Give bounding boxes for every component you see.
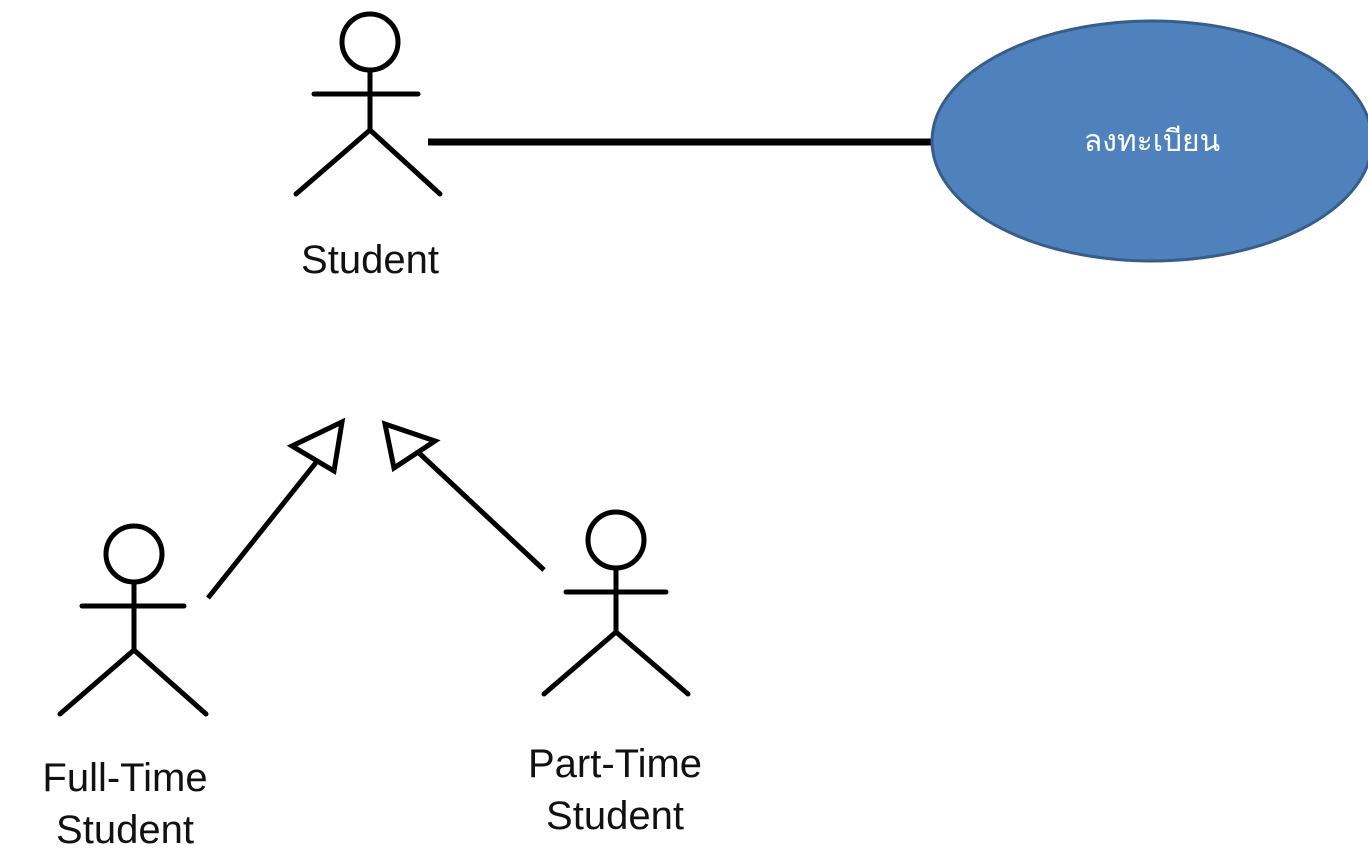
- use-case-label: ลงทะเบียน: [1083, 124, 1221, 159]
- actor-left-leg: [293, 127, 373, 197]
- actor-right-leg: [131, 647, 209, 717]
- actor-head: [103, 523, 165, 585]
- actor-right-leg: [367, 127, 443, 197]
- actor-part-time-student-label: Part-Time Student: [527, 742, 703, 838]
- actor-left-leg: [57, 647, 137, 717]
- actor-full-time-student-label: Full-Time Student: [42, 756, 208, 852]
- actor-full-time-student-figure[interactable]: [57, 523, 209, 717]
- use-case-ellipse[interactable]: [930, 19, 1368, 263]
- actor-right-leg: [613, 629, 691, 697]
- actor-part-time-student-figure[interactable]: [541, 509, 691, 697]
- generalization-arrow-full-time: [206, 417, 346, 600]
- actor-head: [339, 11, 401, 73]
- actor-student-figure[interactable]: [293, 11, 443, 197]
- actor-head: [585, 509, 647, 571]
- actor-student-label: Student: [301, 238, 439, 282]
- generalization-arrow-part-time: [381, 420, 546, 572]
- actor-left-leg: [541, 629, 619, 697]
